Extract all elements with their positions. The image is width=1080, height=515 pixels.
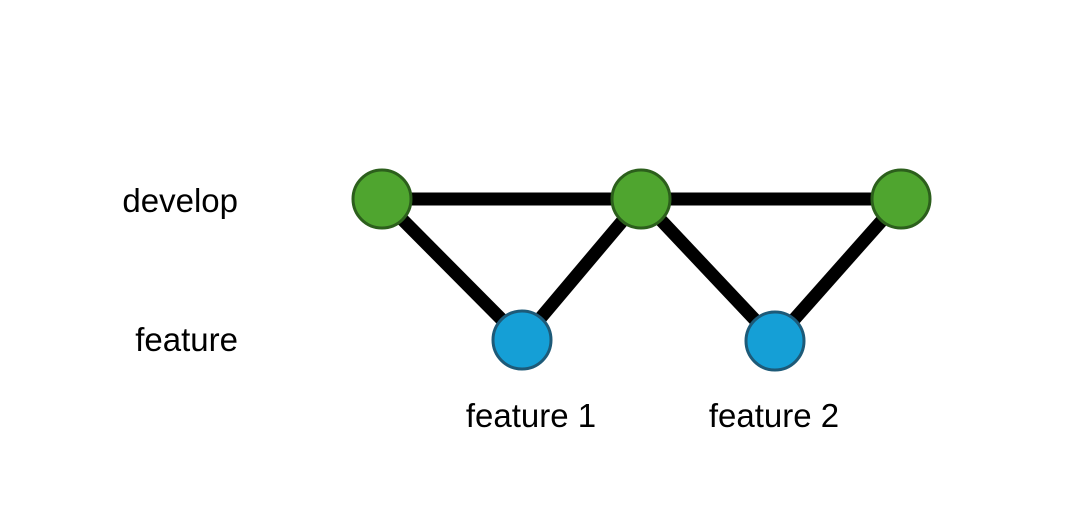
lane-label-feature: feature	[135, 321, 238, 358]
edges-group	[377, 192, 906, 346]
edge-feature2-develop3	[770, 194, 906, 346]
commit-node-develop-2	[610, 168, 672, 230]
commit-node-feature-1	[491, 309, 553, 371]
edge-feature1-develop2	[517, 194, 646, 345]
commit-node-feature-2	[744, 310, 806, 372]
edge-develop2-feature2	[636, 194, 780, 346]
commit-node-develop-1	[351, 168, 413, 230]
commit-node-develop-3	[870, 168, 932, 230]
node-label-feature-2: feature 2	[709, 397, 839, 434]
nodes-group	[351, 168, 932, 372]
node-label-feature-1: feature 1	[466, 397, 596, 434]
lane-label-develop: develop	[122, 182, 238, 219]
edge-develop1-feature1	[377, 194, 527, 345]
